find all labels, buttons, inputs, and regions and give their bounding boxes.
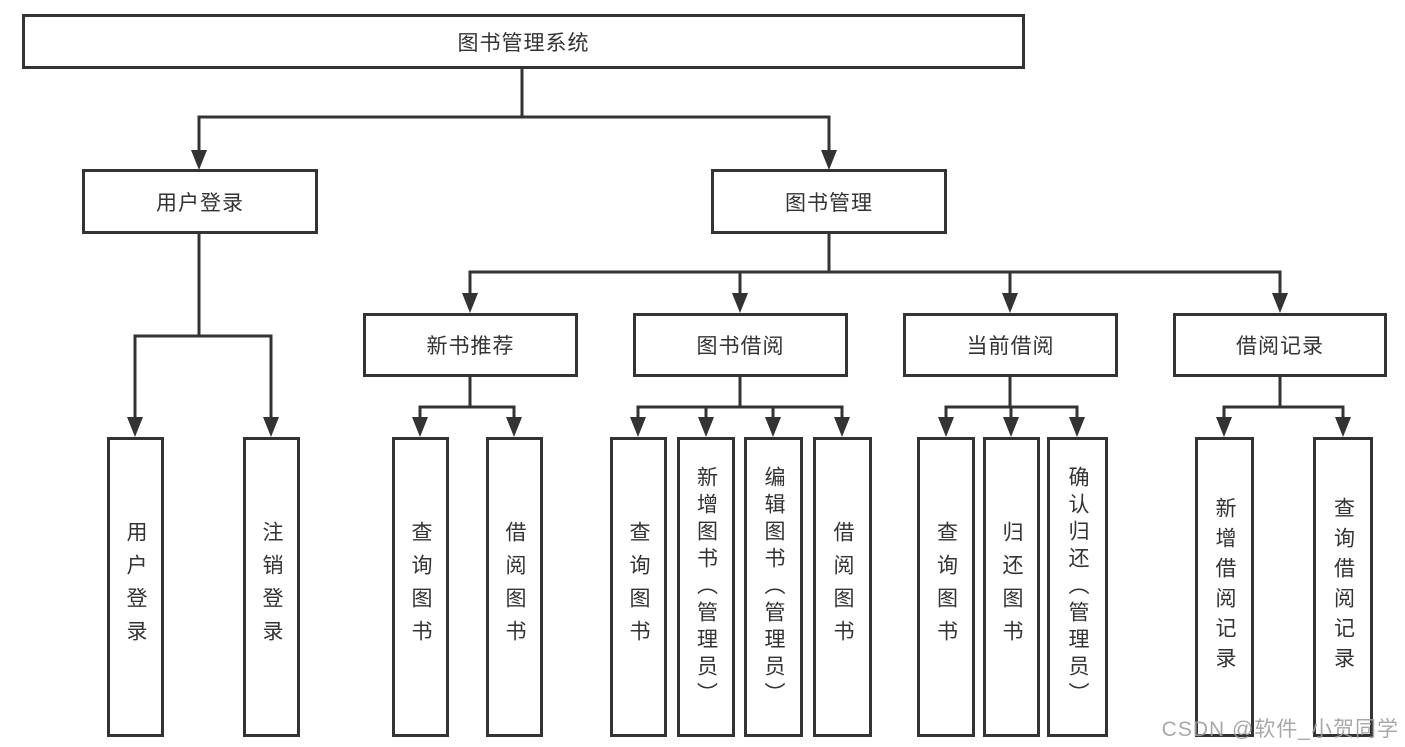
node-book-management: 图书管理 — [711, 169, 947, 234]
node-label: 归还图书 — [1000, 521, 1023, 653]
leaf-edit-books-admin: 编辑图书（管理员） — [744, 437, 803, 737]
leaf-query-borrow-record: 查询借阅记录 — [1313, 437, 1373, 737]
leaf-logout-login: 注销登录 — [243, 437, 300, 737]
node-label: 图书管理系统 — [457, 31, 590, 55]
node-label: 用户登录 — [156, 191, 244, 215]
node-label: 新增图书（管理员） — [694, 465, 718, 709]
node-label: 借阅记录 — [1236, 335, 1324, 358]
node-current-borrowing: 当前借阅 — [903, 313, 1118, 377]
leaf-add-borrow-record: 新增借阅记录 — [1195, 437, 1254, 737]
csdn-watermark: CSDN @软件_小贺同学 — [1161, 718, 1399, 741]
leaf-query-books-borrowing: 查询图书 — [610, 437, 667, 737]
node-label: 图书借阅 — [696, 335, 785, 358]
node-label: 查询图书 — [409, 521, 432, 653]
node-label: 当前借阅 — [966, 335, 1055, 358]
node-label: 新书推荐 — [426, 335, 515, 358]
leaf-borrow-books-borrowing: 借阅图书 — [813, 437, 872, 737]
leaf-borrow-books-recommend: 借阅图书 — [486, 437, 543, 737]
node-borrowing-records: 借阅记录 — [1173, 313, 1387, 377]
node-label: 借阅图书 — [831, 521, 854, 653]
node-label: 查询借阅记录 — [1331, 497, 1355, 677]
node-label: 确认归还（管理员） — [1066, 465, 1089, 709]
node-label: 新增借阅记录 — [1213, 497, 1236, 677]
leaf-confirm-return-admin: 确认归还（管理员） — [1047, 437, 1108, 737]
node-label: 用户登录 — [124, 521, 147, 653]
leaf-query-books-recommend: 查询图书 — [392, 437, 449, 737]
node-label: 编辑图书（管理员） — [762, 465, 785, 709]
arrowheads — [127, 150, 1351, 437]
node-label: 图书管理 — [785, 191, 873, 215]
node-book-borrowing: 图书借阅 — [633, 313, 848, 377]
leaf-user-login: 用户登录 — [107, 437, 164, 737]
leaf-query-books-current: 查询图书 — [917, 437, 975, 737]
leaf-add-books-admin: 新增图书（管理员） — [677, 437, 735, 737]
node-label: 查询图书 — [934, 521, 958, 653]
node-label: 查询图书 — [627, 521, 650, 653]
leaf-return-books: 归还图书 — [983, 437, 1040, 737]
node-label: 借阅图书 — [503, 521, 526, 653]
node-user-login: 用户登录 — [82, 169, 318, 234]
node-label: 注销登录 — [260, 521, 283, 653]
node-library-management-system: 图书管理系统 — [22, 14, 1025, 69]
node-new-book-recommend: 新书推荐 — [363, 313, 578, 377]
